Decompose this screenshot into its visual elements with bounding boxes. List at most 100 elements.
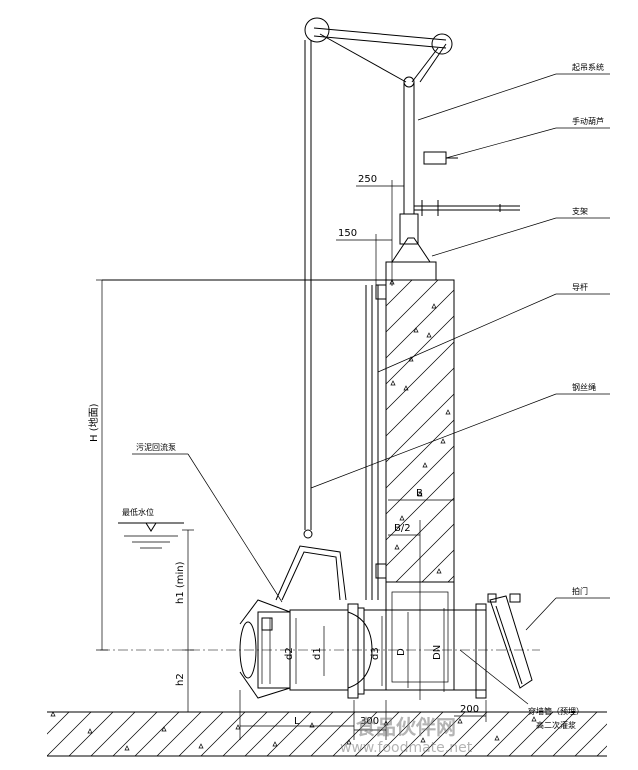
hatch-line — [552, 280, 638, 582]
bottom-dimension-lines — [239, 690, 487, 740]
hatch-line — [222, 712, 268, 756]
callout-bracket: 支架 — [572, 206, 588, 216]
guide-rail — [365, 284, 387, 600]
hatch-line — [134, 712, 180, 756]
hatch-line — [112, 712, 158, 756]
watermark-text: 食品伙伴网 — [356, 715, 456, 739]
hatch-line — [332, 712, 378, 756]
callout-sludge-pump: 污泥回流泵 — [136, 442, 176, 452]
flap-gate — [487, 593, 533, 689]
hatch-line — [354, 712, 400, 756]
aggregate-mark — [413, 327, 419, 333]
ground-slab — [47, 711, 638, 757]
dim-DN-label: DN — [432, 645, 443, 660]
aggregate-mark — [445, 409, 451, 415]
aggregate-mark — [426, 332, 432, 338]
hatch-line — [386, 280, 439, 333]
hatch-line — [156, 712, 202, 756]
hatch-line — [386, 471, 454, 541]
dim-L-label: L — [294, 716, 300, 727]
hatch-line — [386, 280, 413, 307]
hatch-line — [386, 289, 454, 359]
aggregate-mark — [457, 718, 463, 724]
concrete-wall — [102, 279, 638, 583]
water-level-label: 最低水位 — [122, 507, 154, 517]
callout-guide-rod: 导杆 — [572, 282, 588, 292]
hatch-line — [486, 712, 532, 756]
hatch-line — [386, 280, 387, 281]
aggregate-mark — [235, 724, 241, 730]
left-dimension-lines — [96, 279, 194, 713]
aggregate-mark — [403, 385, 409, 391]
hatch-line — [386, 341, 454, 411]
aggregate-mark — [494, 735, 500, 741]
callout-manual-hoist: 手动葫芦 — [572, 116, 604, 126]
hatch-line — [200, 712, 246, 756]
aggregate-mark — [198, 743, 204, 749]
outlet-pipe — [364, 603, 487, 699]
callout-grouting: 高二次灌浆 — [536, 720, 576, 730]
dim-150-label: 150 — [338, 228, 357, 239]
hatch-line — [386, 367, 454, 437]
aggregate-mark — [440, 438, 446, 444]
dim-B2-label: B/2 — [394, 523, 411, 534]
hatch-line — [244, 712, 290, 756]
hatch-line — [447, 575, 454, 582]
callout-wall-pipe: 穿墙管（预埋） — [528, 706, 584, 716]
hatch-line — [526, 280, 638, 582]
aggregate-mark — [346, 739, 352, 745]
hatch-line — [574, 723, 607, 756]
wall-dimension-lines — [388, 499, 454, 700]
callout-steel-cable: 钢丝绳 — [572, 382, 596, 392]
aggregate-mark — [390, 380, 396, 386]
aggregate-mark — [531, 716, 537, 722]
lifting-frame — [304, 17, 520, 281]
hatch-line — [420, 712, 466, 756]
hatch-line — [310, 712, 356, 756]
aggregate-mark — [422, 462, 428, 468]
callout-flap-gate: 拍门 — [572, 586, 588, 596]
dim-250-label: 250 — [358, 174, 377, 185]
hatch-line — [178, 712, 224, 756]
aggregate-mark — [394, 544, 400, 550]
dim-H-label: H (地面) — [87, 403, 100, 442]
aggregate-mark — [309, 722, 315, 728]
hatch-line — [398, 712, 444, 756]
hatch-line — [552, 712, 598, 756]
steel-cable — [303, 40, 313, 539]
hatch-line — [474, 280, 638, 582]
aggregate-mark — [417, 491, 423, 497]
water-level-symbol — [118, 522, 184, 549]
aggregate-mark — [399, 515, 405, 521]
aggregate-mark — [87, 728, 93, 734]
hatch-line — [508, 712, 554, 756]
hatch-line — [386, 497, 454, 567]
hatch-line — [500, 280, 638, 582]
aggregate-mark — [124, 745, 130, 751]
watermark-url: www.foodmate.net — [340, 740, 473, 756]
aggregate-mark — [408, 356, 414, 362]
hatch-line — [386, 315, 454, 385]
dim-h2-label: h2 — [175, 673, 186, 686]
aggregate-mark — [272, 741, 278, 747]
hatch-line — [530, 712, 576, 756]
callout-leaders — [132, 73, 610, 705]
dim-d2-label: d2 — [284, 647, 295, 660]
hatch-line — [47, 712, 48, 713]
hatch-line — [68, 712, 114, 756]
aggregate-mark — [436, 568, 442, 574]
hatch-line — [619, 712, 638, 756]
aggregate-mark — [420, 737, 426, 743]
hatch-line — [266, 712, 312, 756]
dim-D-label: D — [396, 648, 407, 656]
dim-B-label: B — [416, 488, 423, 499]
hatch-line — [596, 745, 607, 756]
top-dimension-lines — [336, 180, 404, 286]
aggregate-mark — [161, 726, 167, 732]
hatch-line — [386, 419, 454, 489]
hatch-line — [395, 523, 454, 582]
aggregate-mark — [50, 712, 56, 717]
pump-assembly — [239, 545, 373, 699]
aggregate-mark — [431, 303, 437, 309]
